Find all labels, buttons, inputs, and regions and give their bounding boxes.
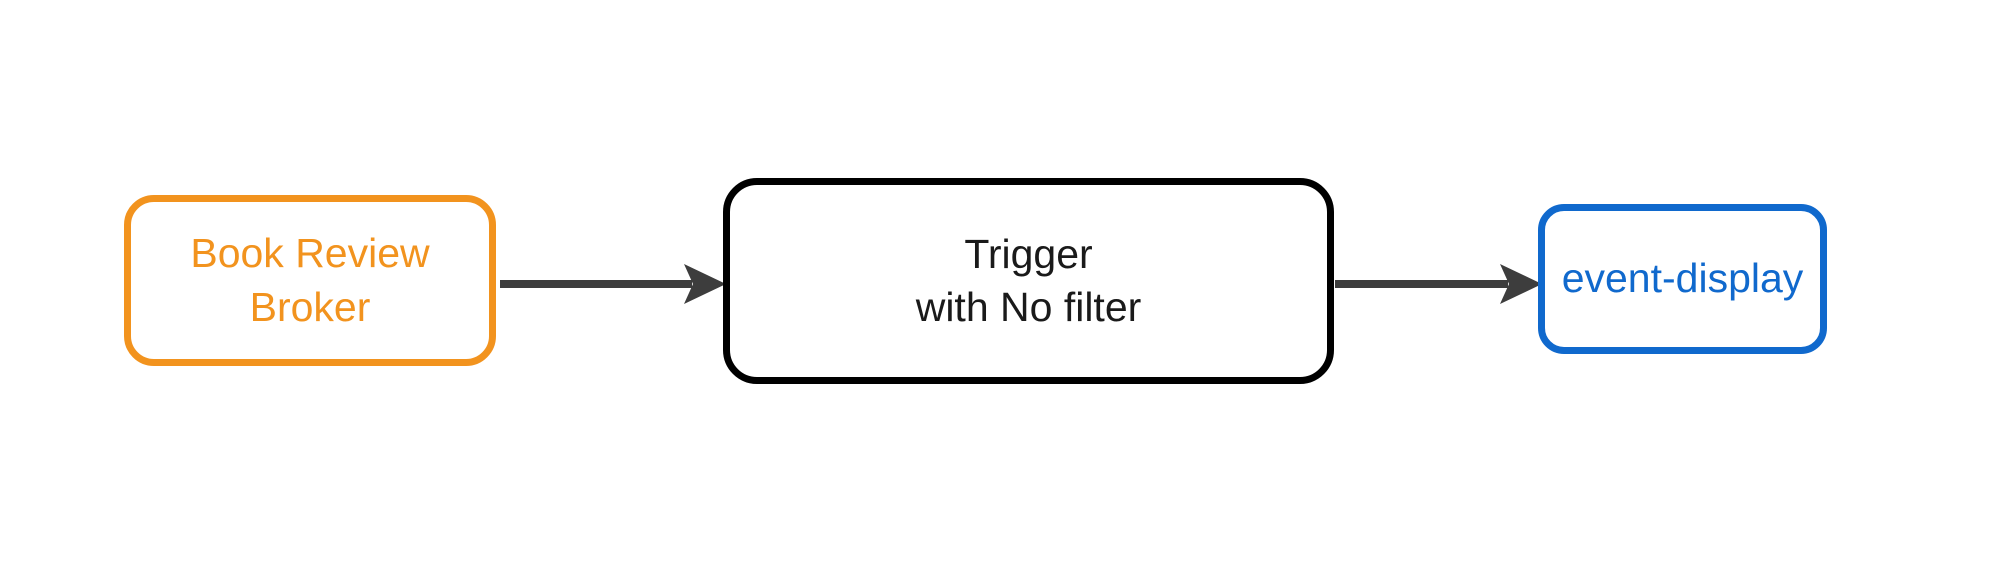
node-trigger-with-no-filter[interactable]: Trigger with No filter — [723, 178, 1334, 384]
edge-trigger-to-event-display — [1335, 264, 1542, 304]
edge-broker-to-trigger — [500, 264, 726, 304]
arrowhead-icon — [684, 264, 726, 304]
node-event-display-label: event-display — [1561, 255, 1804, 302]
node-trigger-with-no-filter-label: Trigger with No filter — [915, 230, 1142, 330]
node-book-review-broker-label: Book Review Broker — [190, 230, 430, 330]
arrowhead-icon — [1500, 264, 1542, 304]
node-book-review-broker[interactable]: Book Review Broker — [124, 195, 496, 366]
node-event-display[interactable]: event-display — [1538, 204, 1827, 354]
